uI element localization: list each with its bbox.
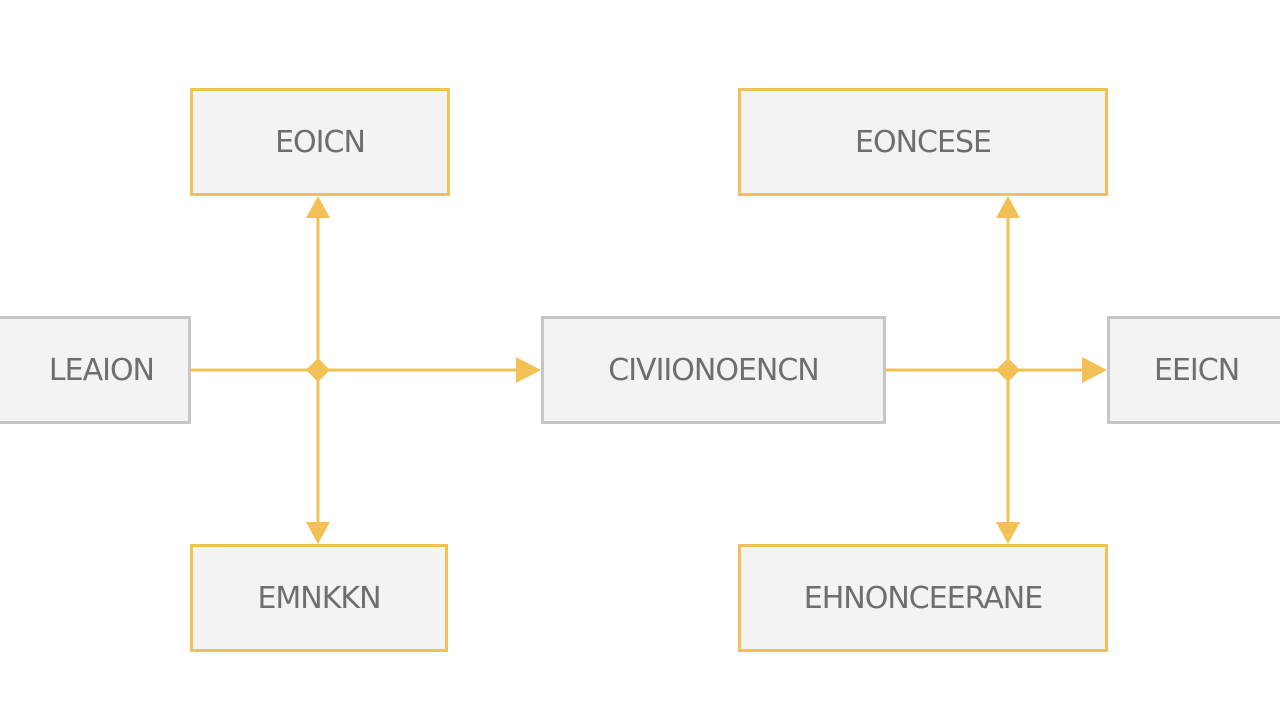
- node-top-right: EONCESE: [738, 88, 1108, 196]
- node-label: LEAION: [48, 352, 155, 388]
- junction-node-left: [306, 358, 330, 382]
- node-label: EMNKKN: [257, 580, 381, 616]
- node-bottom-left: EMNKKN: [190, 544, 448, 652]
- arrowhead-to-bottom-left: [306, 522, 330, 544]
- arrowhead-to-center: [516, 357, 541, 383]
- junction-node-right: [996, 358, 1020, 382]
- node-label: EEICN: [1154, 352, 1240, 388]
- node-center: CIVIIONOENCN: [541, 316, 886, 424]
- node-label: EONCESE: [855, 124, 992, 160]
- node-label: EOICN: [275, 124, 366, 160]
- node-label: CIVIIONOENCN: [608, 352, 819, 388]
- node-left: LEAION: [0, 316, 191, 424]
- arrowhead-to-bottom-right: [996, 522, 1020, 544]
- arrowhead-to-top-right: [996, 196, 1020, 218]
- arrowhead-to-right: [1082, 357, 1107, 383]
- node-bottom-right: EHNONCEERANE: [738, 544, 1108, 652]
- node-label: EHNONCEERANE: [803, 580, 1043, 616]
- node-top-left: EOICN: [190, 88, 450, 196]
- arrowhead-to-top-left: [306, 196, 330, 218]
- node-right: EEICN: [1107, 316, 1280, 424]
